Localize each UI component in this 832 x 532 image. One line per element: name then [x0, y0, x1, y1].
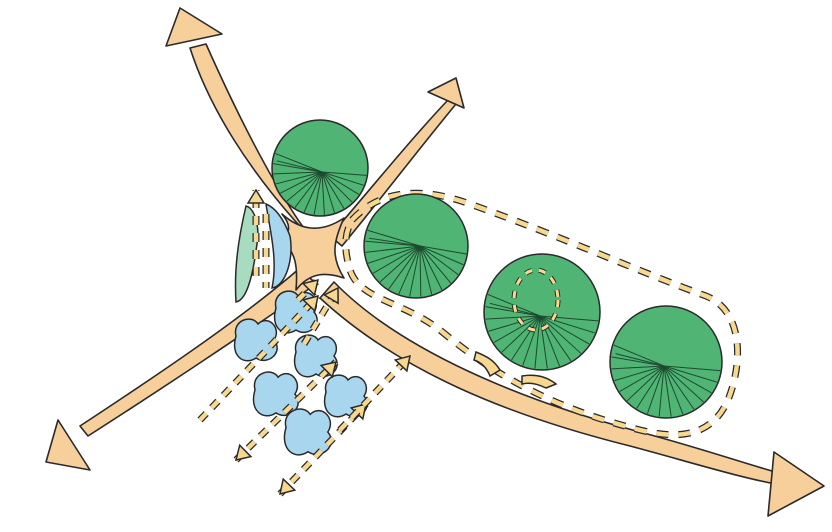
tree-canopy	[272, 120, 368, 216]
pond-blob	[284, 409, 331, 455]
tree-icon	[364, 194, 468, 298]
tree-icon	[272, 120, 368, 216]
loop-entry-marker	[474, 352, 500, 376]
arrowhead	[248, 190, 264, 203]
arrowhead-northwest	[166, 8, 222, 46]
pond-blob	[235, 319, 278, 361]
tree-canopy	[610, 306, 722, 418]
water-channel	[266, 204, 291, 288]
tree-icon	[610, 306, 722, 418]
arrowhead-southeast	[768, 452, 824, 516]
loop-entry-marker-2	[522, 375, 556, 388]
